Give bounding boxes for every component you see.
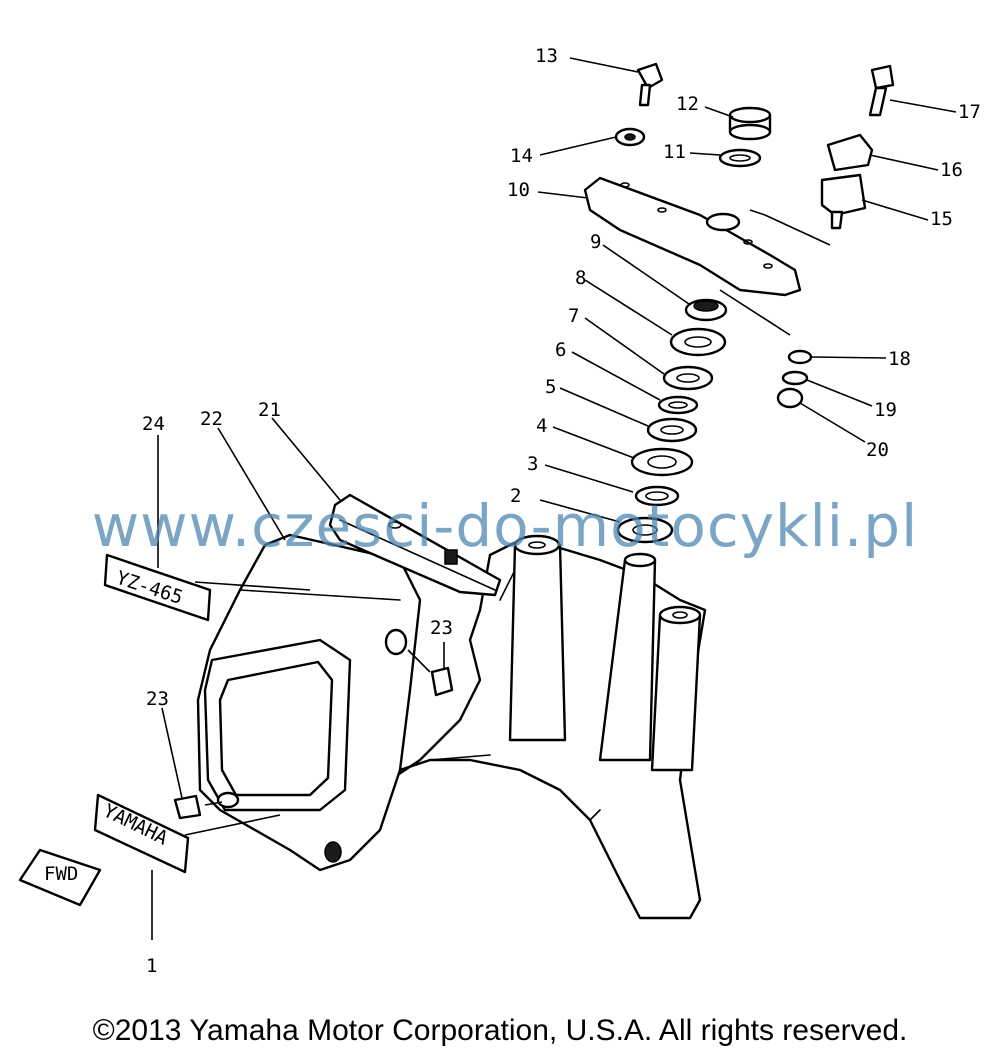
upper-bracket-10 [583,176,802,297]
callout-2: 2 [510,485,521,507]
callout-8: 8 [575,267,586,289]
watermark-text: www.czesci-do-motocykli.pl [91,492,919,560]
fwd-arrow-decal: FWD [18,848,102,907]
bearing-3 [634,485,680,507]
fork-tube-left [508,534,567,742]
callout-18: 18 [888,348,911,370]
callout-3: 3 [527,453,538,475]
callout-1: 1 [146,955,157,977]
bolt-17 [868,64,895,117]
callout-15: 15 [930,208,953,230]
leader-lines [151,57,957,940]
callout-labels: 1 2 3 4 5 6 7 8 9 10 11 12 13 14 15 16 1… [142,45,981,977]
callout-10: 10 [507,179,530,201]
copyright-notice: ©2013 Yamaha Motor Corporation, U.S.A. A… [92,1014,908,1047]
callout-19: 19 [874,399,897,421]
callout-14: 14 [510,145,533,167]
callout-17: 17 [958,101,981,123]
handlebar-holder-upper-16 [826,133,874,172]
number-plate-bracket [328,493,502,597]
shroud-decal-1: YAMAHA [93,793,190,874]
bolt-13 [636,62,664,107]
callout-16: 16 [940,159,963,181]
callout-22: 22 [200,408,223,430]
washer-11 [718,148,762,168]
callout-9: 9 [590,231,601,253]
callout-23-left: 23 [146,688,169,710]
washer-19 [781,370,809,386]
handlebar-holder-lower-15 [820,173,867,230]
bearing-race-4 [630,447,694,477]
fwd-text: FWD [44,863,78,885]
callout-23-right: 23 [430,617,453,639]
screw-23-left [173,791,240,820]
bearing-6 [657,395,699,415]
callout-4: 4 [536,415,547,437]
screw-23-right [430,666,454,697]
ring-nut-9 [684,298,728,322]
headlight-shroud [196,533,422,872]
cap-12 [728,106,772,141]
callout-12: 12 [676,93,699,115]
seal-7 [662,365,714,391]
bearing-race-2 [616,516,674,544]
nut-20 [776,387,804,409]
callout-11: 11 [663,141,686,163]
cover-8 [669,327,727,357]
bolt-18 [787,349,813,365]
washer-14 [614,127,646,147]
fork-tube-right [650,605,702,772]
callout-20: 20 [866,439,889,461]
fork-tube-center [598,552,657,762]
callout-6: 6 [555,339,566,361]
callout-5: 5 [545,376,556,398]
callout-13: 13 [535,45,558,67]
callout-21: 21 [258,399,281,421]
callout-24: 24 [142,413,165,435]
callout-7: 7 [568,305,579,327]
bearing-race-5 [646,417,698,443]
